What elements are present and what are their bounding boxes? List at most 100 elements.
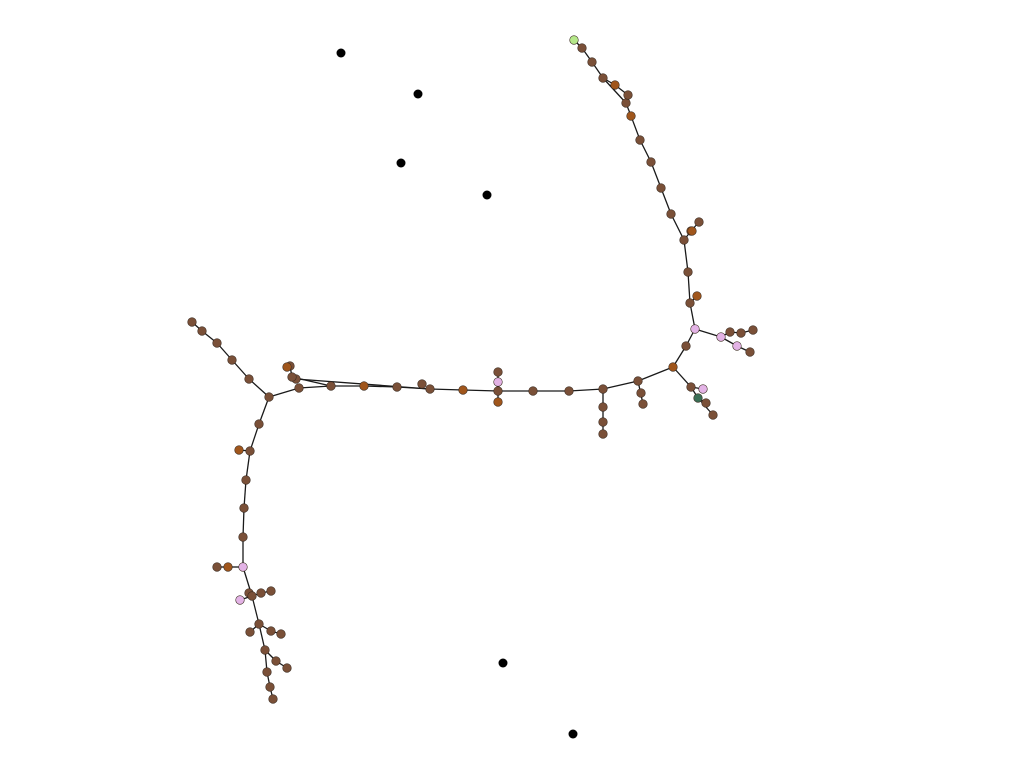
graph-node bbox=[690, 324, 700, 334]
graph-node bbox=[392, 382, 402, 392]
graph-node bbox=[493, 377, 503, 387]
graph-node bbox=[238, 532, 248, 542]
graph-node bbox=[266, 626, 276, 636]
graph-node bbox=[633, 376, 643, 386]
graph-node bbox=[282, 663, 292, 673]
graph-node bbox=[493, 397, 503, 407]
graph-node bbox=[636, 388, 646, 398]
isolated-node bbox=[498, 658, 508, 668]
graph-node bbox=[294, 383, 304, 393]
graph-node bbox=[656, 183, 666, 193]
isolated-node bbox=[482, 190, 492, 200]
graph-node bbox=[493, 386, 503, 396]
graph-node bbox=[701, 398, 711, 408]
graph-node bbox=[694, 217, 704, 227]
graph-edge bbox=[687, 271, 691, 304]
graph-node bbox=[260, 645, 270, 655]
graph-node bbox=[698, 384, 708, 394]
graph-node bbox=[227, 355, 237, 365]
graph-node bbox=[528, 386, 538, 396]
graph-node bbox=[623, 90, 633, 100]
isolated-node bbox=[396, 158, 406, 168]
graph-node bbox=[621, 98, 631, 108]
graph-node bbox=[256, 588, 266, 598]
graph-node bbox=[254, 619, 264, 629]
graph-node bbox=[598, 402, 608, 412]
graph-node bbox=[569, 35, 579, 45]
graph-node bbox=[235, 595, 245, 605]
graph-node bbox=[610, 80, 620, 90]
graph-edge bbox=[242, 507, 245, 538]
graph-node bbox=[262, 667, 272, 677]
isolated-node bbox=[413, 89, 423, 99]
graph-node bbox=[264, 392, 274, 402]
graph-edge bbox=[429, 388, 464, 391]
graph-edge bbox=[258, 396, 270, 425]
graph-edge bbox=[268, 387, 300, 398]
edge-layer bbox=[191, 39, 754, 700]
graph-node bbox=[241, 475, 251, 485]
graph-node bbox=[238, 562, 248, 572]
graph-node bbox=[626, 111, 636, 121]
graph-node bbox=[276, 629, 286, 639]
graph-edge bbox=[243, 479, 247, 509]
graph-node bbox=[266, 586, 276, 596]
graph-node bbox=[245, 446, 255, 456]
graph-edge bbox=[249, 423, 260, 452]
graph-node bbox=[681, 341, 691, 351]
graph-node bbox=[635, 135, 645, 145]
isolated-node bbox=[568, 729, 578, 739]
graph-node bbox=[359, 381, 369, 391]
graph-node bbox=[239, 503, 249, 513]
isolated-node bbox=[336, 48, 346, 58]
graph-node bbox=[564, 386, 574, 396]
graph-node bbox=[736, 328, 746, 338]
graph-node bbox=[282, 362, 292, 372]
graph-edge bbox=[568, 388, 604, 392]
graph-node bbox=[197, 326, 207, 336]
graph-node bbox=[732, 341, 742, 351]
graph-node bbox=[417, 379, 427, 389]
graph-node bbox=[668, 362, 678, 372]
graph-edge bbox=[637, 366, 674, 382]
graph-node bbox=[598, 417, 608, 427]
graph-node bbox=[245, 627, 255, 637]
graph-node bbox=[577, 43, 587, 53]
graph-edge bbox=[245, 450, 251, 481]
graph-node bbox=[745, 347, 755, 357]
graph-edge bbox=[251, 595, 260, 625]
graph-node bbox=[646, 157, 656, 167]
graph-node bbox=[425, 384, 435, 394]
graph-node bbox=[598, 384, 608, 394]
graph-node bbox=[265, 682, 275, 692]
graph-node bbox=[598, 73, 608, 83]
graph-node bbox=[187, 317, 197, 327]
graph-node bbox=[254, 419, 264, 429]
graph-node bbox=[679, 235, 689, 245]
graph-edge bbox=[363, 385, 398, 388]
graph-node bbox=[725, 327, 735, 337]
graph-node bbox=[287, 372, 297, 382]
graph-node bbox=[247, 591, 257, 601]
graph-edge bbox=[650, 161, 662, 189]
graph-node bbox=[587, 57, 597, 67]
graph-node bbox=[326, 381, 336, 391]
graph-node bbox=[234, 445, 244, 455]
graph-node bbox=[683, 267, 693, 277]
graph-node bbox=[686, 382, 696, 392]
graph-edge bbox=[660, 187, 672, 215]
graph-node bbox=[638, 399, 648, 409]
graph-node bbox=[493, 367, 503, 377]
graph-node bbox=[666, 209, 676, 219]
graph-node bbox=[223, 562, 233, 572]
graph-node bbox=[212, 562, 222, 572]
graph-node bbox=[244, 374, 254, 384]
graph-edge bbox=[670, 213, 685, 241]
node-layer bbox=[187, 35, 758, 739]
graph-node bbox=[598, 429, 608, 439]
graph-edge bbox=[602, 77, 627, 104]
graph-node bbox=[268, 694, 278, 704]
graph-node bbox=[693, 393, 703, 403]
graph-node bbox=[687, 226, 697, 236]
